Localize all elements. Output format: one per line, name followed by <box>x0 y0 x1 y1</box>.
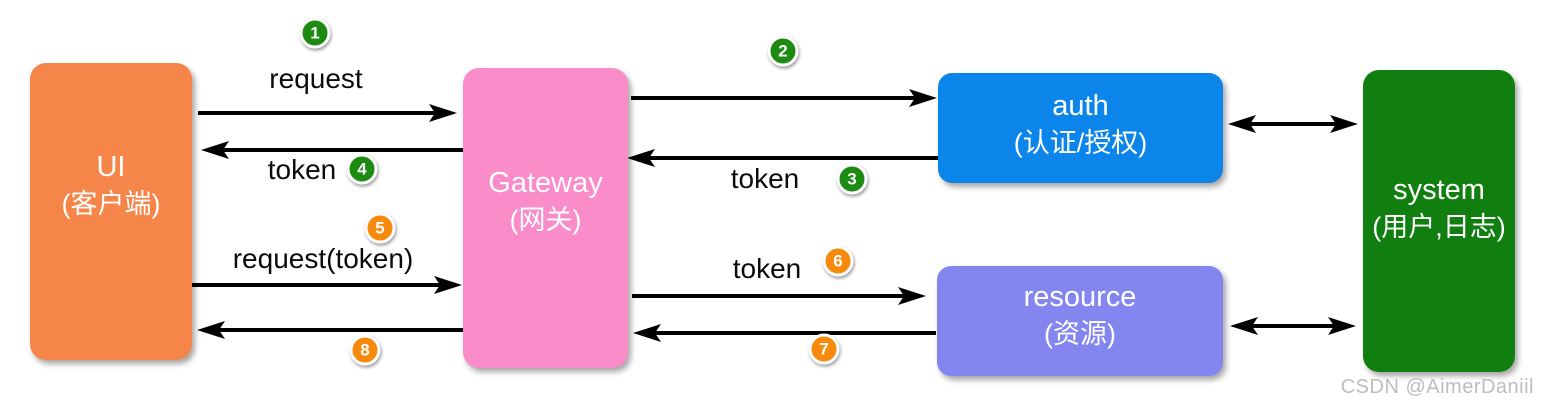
node-system-title: system <box>1393 173 1485 206</box>
arrow-request-ui-to-gateway <box>198 104 457 122</box>
arrow-gateway-to-ui-return <box>197 321 463 339</box>
node-resource-subtitle: (资源) <box>1044 318 1116 349</box>
node-resource-title: resource <box>1023 280 1137 313</box>
node-resource: resource (资源) <box>937 266 1223 376</box>
arrow-resource-to-gateway-return <box>633 324 936 342</box>
step-badge-6: 6 <box>822 245 854 277</box>
node-system-subtitle: (用户,日志) <box>1372 211 1506 242</box>
flow-label-token-6: token <box>732 253 802 284</box>
step-badge-3: 3 <box>836 163 868 195</box>
flow-label-request-token: request(token) <box>232 243 414 274</box>
node-gateway-subtitle: (网关) <box>509 204 582 235</box>
step-badge-4: 4 <box>346 153 378 185</box>
flow-label-token-4: token <box>267 154 337 185</box>
node-ui: UI (客户端) <box>30 63 192 360</box>
flow-label-request: request <box>269 63 363 94</box>
arrow-auth-system-bidirectional <box>1228 115 1358 133</box>
node-gateway-title: Gateway <box>488 166 603 199</box>
arrow-gateway-to-auth <box>631 89 937 107</box>
node-auth: auth (认证/授权) <box>938 73 1223 183</box>
arrow-token-gateway-to-resource <box>632 287 926 305</box>
step-badge-7: 7 <box>808 333 840 365</box>
node-auth-subtitle: (认证/授权) <box>1013 127 1148 158</box>
node-auth-title: auth <box>1052 89 1109 122</box>
watermark: CSDN @AimerDaniil <box>1340 376 1534 398</box>
node-system: system (用户,日志) <box>1363 70 1515 372</box>
step-badge-5: 5 <box>364 212 396 244</box>
arrow-request-token-ui-to-gateway <box>192 276 462 294</box>
node-gateway: Gateway (网关) <box>463 68 628 368</box>
arrow-resource-system-bidirectional <box>1230 317 1356 335</box>
step-badge-2: 2 <box>767 35 799 67</box>
flow-label-token-3: token <box>730 163 800 194</box>
step-badge-1: 1 <box>299 17 331 49</box>
node-ui-subtitle: (客户端) <box>61 189 161 219</box>
node-ui-title: UI <box>96 151 126 183</box>
step-badge-8: 8 <box>349 334 381 366</box>
